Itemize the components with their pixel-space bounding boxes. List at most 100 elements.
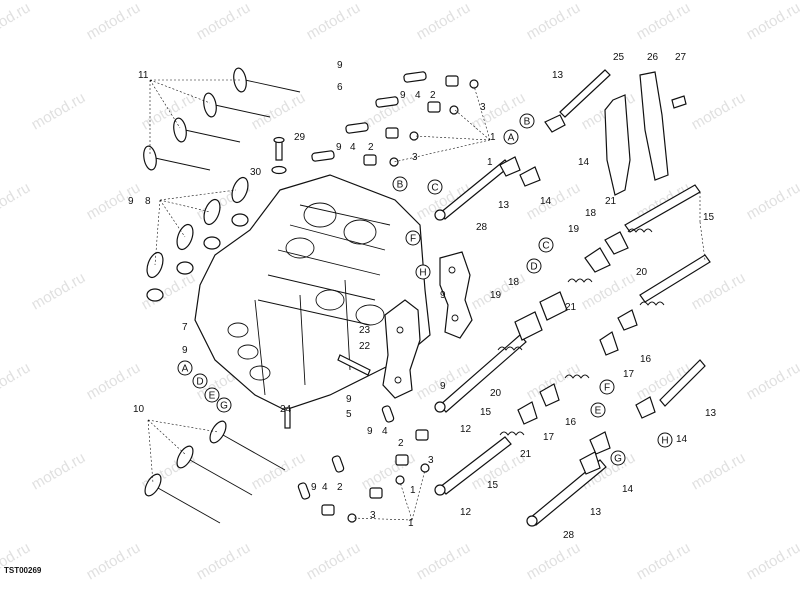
part-number-label: 18 (585, 208, 597, 219)
part-number-label: 19 (568, 224, 580, 235)
svg-text:H: H (419, 268, 426, 279)
reference-circle: E (590, 402, 606, 418)
part-number-label: 4 (322, 482, 328, 493)
part-number-label: 27 (675, 52, 687, 63)
part-number-label: 30 (250, 167, 262, 178)
part-number-label: 9 (440, 290, 446, 301)
watermark-text: motod.ru (304, 539, 364, 583)
watermark-text: motod.ru (414, 0, 474, 43)
watermark-text: motod.ru (84, 0, 144, 43)
watermark-text: motod.ru (304, 0, 364, 43)
part-number-label: 4 (415, 90, 421, 101)
part-number-label: 21 (605, 196, 617, 207)
side-covers (382, 251, 473, 399)
part-number-label: 15 (703, 212, 715, 223)
watermark-text: motod.ru (744, 179, 800, 223)
part-number-label: 14 (622, 484, 634, 495)
reference-circle: A (503, 129, 519, 145)
part-number-label: 24 (280, 404, 292, 415)
watermark-text: motod.ru (249, 89, 309, 133)
rocker-springs (497, 228, 665, 436)
part-number-label: 14 (676, 434, 688, 445)
svg-text:C: C (431, 183, 438, 194)
part-number-label: 21 (565, 302, 577, 313)
part-number-label: 1 (487, 157, 493, 168)
svg-text:D: D (196, 377, 203, 388)
part-number-label: 4 (382, 426, 388, 437)
svg-text:F: F (604, 383, 610, 394)
svg-text:G: G (220, 401, 228, 412)
watermark-text: motod.ru (689, 269, 749, 313)
watermark-text: motod.ru (0, 179, 33, 223)
watermark-text: motod.ru (414, 539, 474, 583)
reference-circle: G (216, 397, 232, 413)
svg-text:B: B (524, 117, 531, 128)
part-number-label: 2 (337, 482, 343, 493)
reference-circle: E (204, 387, 220, 403)
reference-circle: H (657, 432, 673, 448)
watermark-text: motod.ru (524, 0, 584, 43)
part-number-label: 26 (647, 52, 659, 63)
part-number-label: 4 (350, 142, 356, 153)
reference-circle: B (519, 113, 535, 129)
watermark-text: motod.ru (579, 269, 639, 313)
part-number-label: 9 (440, 381, 446, 392)
part-number-label: 19 (490, 290, 502, 301)
cylinder-head (194, 174, 431, 411)
svg-text:B: B (397, 180, 404, 191)
part-number-label: 15 (480, 407, 492, 418)
part-number-label: 8 (145, 196, 151, 207)
watermark-text: motod.ru (524, 539, 584, 583)
reference-circle: H (415, 264, 431, 280)
part-number-label: 28 (563, 530, 575, 541)
part-number-label: 11 (138, 70, 149, 81)
part-number-label: 2 (398, 438, 404, 449)
watermark-text: motod.ru (689, 449, 749, 493)
svg-text:A: A (182, 364, 189, 375)
part-number-label: 10 (133, 404, 145, 415)
part-number-label: 28 (476, 222, 488, 233)
svg-text:H: H (661, 436, 668, 447)
watermark-text: motod.ru (139, 269, 199, 313)
part-number-label: 13 (705, 408, 717, 419)
part-number-label: 12 (460, 507, 472, 518)
part-number-label: 1 (410, 485, 416, 496)
watermark-text: motod.ru (689, 89, 749, 133)
fasteners (271, 136, 371, 429)
svg-text:G: G (614, 454, 622, 465)
part-number-label: 29 (294, 132, 306, 143)
part-number-label: 16 (565, 417, 577, 428)
watermark-text: motod.ru (139, 89, 199, 133)
part-number-label: 18 (508, 277, 520, 288)
part-number-label: 9 (367, 426, 373, 437)
valve-guides-upper (311, 71, 479, 167)
watermark-text: motod.ru (744, 539, 800, 583)
chain-guides (604, 71, 687, 196)
watermark-text: motod.ru (194, 539, 254, 583)
part-number-label: 5 (346, 409, 352, 420)
watermark-text: motod.ru (0, 359, 33, 403)
part-number-label: 9 (128, 196, 134, 207)
reference-circle: F (599, 379, 615, 395)
part-number-label: 13 (552, 70, 564, 81)
watermark-text: motod.ru (0, 539, 33, 583)
reference-circle: C (427, 179, 443, 195)
reference-circle: C (538, 237, 554, 253)
reference-circle: D (192, 373, 208, 389)
part-number-label: 23 (359, 325, 371, 336)
part-number-label: 21 (520, 449, 532, 460)
document-code: TST00269 (4, 566, 42, 575)
watermark-text: motod.ru (0, 0, 33, 43)
part-number-label: 16 (640, 354, 652, 365)
watermark-text: motod.ru (744, 0, 800, 43)
watermark-text: motod.ru (194, 0, 254, 43)
part-number-label: 20 (490, 388, 502, 399)
watermark-text: motod.ru (29, 269, 89, 313)
part-number-label: 6 (337, 82, 343, 93)
svg-text:E: E (209, 391, 216, 402)
part-number-label: 22 (359, 341, 371, 352)
part-number-label: 14 (540, 196, 552, 207)
